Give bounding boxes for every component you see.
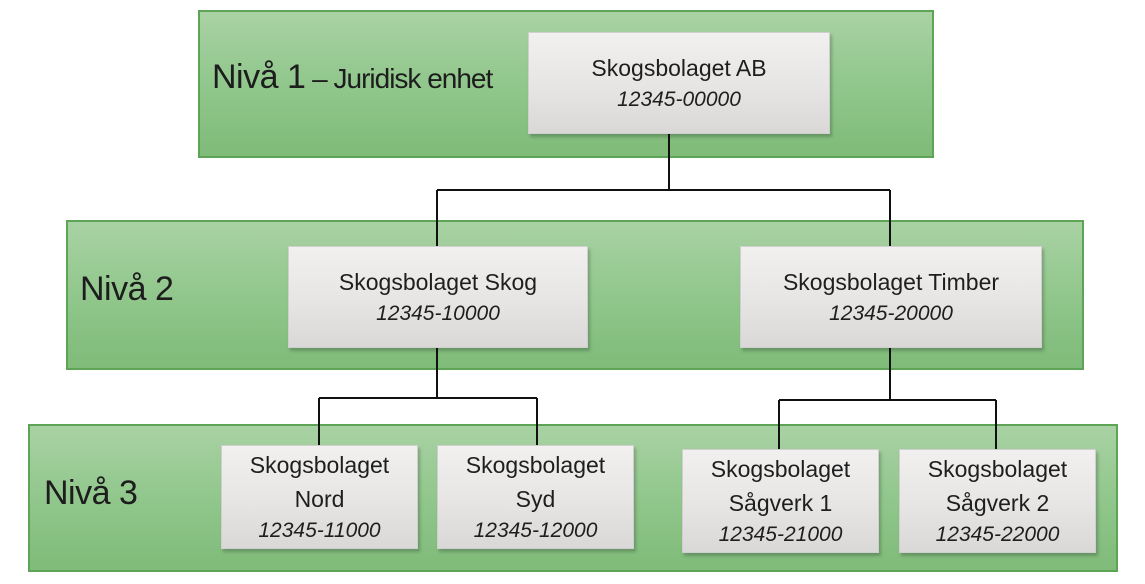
node-code: 12345-22000: [935, 523, 1060, 546]
node-name: Skogsbolaget Timber: [782, 269, 1000, 295]
node-name-line2: Sågverk 2: [945, 490, 1050, 516]
node-code: 12345-20000: [829, 302, 953, 325]
level-3-title: Nivå 3: [44, 474, 138, 512]
node-skogsbolaget-sagverk-1: Skogsbolaget Sågverk 1 12345-21000: [682, 449, 879, 553]
node-name-line1: Skogsbolaget: [927, 456, 1068, 482]
level-2-title: Nivå 2: [80, 270, 174, 308]
node-skogsbolaget-timber: Skogsbolaget Timber 12345-20000: [740, 246, 1042, 348]
node-name-line2: Syd: [515, 486, 556, 512]
node-code: 12345-10000: [376, 302, 500, 325]
level-2-label: Nivå 2: [80, 270, 174, 309]
level-1-label: Nivå 1 – Juridisk enhet: [212, 58, 493, 97]
node-name-line2: Sågverk 1: [728, 490, 833, 516]
node-code: 12345-21000: [718, 523, 843, 546]
node-code: 12345-11000: [258, 519, 381, 542]
node-name-line1: Skogsbolaget: [710, 456, 851, 482]
node-name: Skogsbolaget AB: [591, 55, 767, 81]
node-code: 12345-00000: [617, 88, 741, 111]
node-skogsbolaget-skog: Skogsbolaget Skog 12345-10000: [288, 246, 588, 348]
node-skogsbolaget-ab: Skogsbolaget AB 12345-00000: [528, 32, 830, 134]
level-1-title: Nivå 1: [212, 58, 306, 96]
node-skogsbolaget-syd: Skogsbolaget Syd 12345-12000: [437, 445, 634, 549]
level-1-subtitle: – Juridisk enhet: [305, 63, 493, 94]
node-skogsbolaget-sagverk-2: Skogsbolaget Sågverk 2 12345-22000: [899, 449, 1096, 553]
node-name-line2: Nord: [294, 486, 345, 512]
level-3-label: Nivå 3: [44, 474, 138, 513]
node-skogsbolaget-nord: Skogsbolaget Nord 12345-11000: [221, 445, 418, 549]
node-name: Skogsbolaget Skog: [338, 269, 538, 295]
node-name-line1: Skogsbolaget: [465, 452, 606, 478]
node-code: 12345-12000: [473, 519, 598, 542]
node-name-line1: Skogsbolaget: [249, 452, 390, 478]
